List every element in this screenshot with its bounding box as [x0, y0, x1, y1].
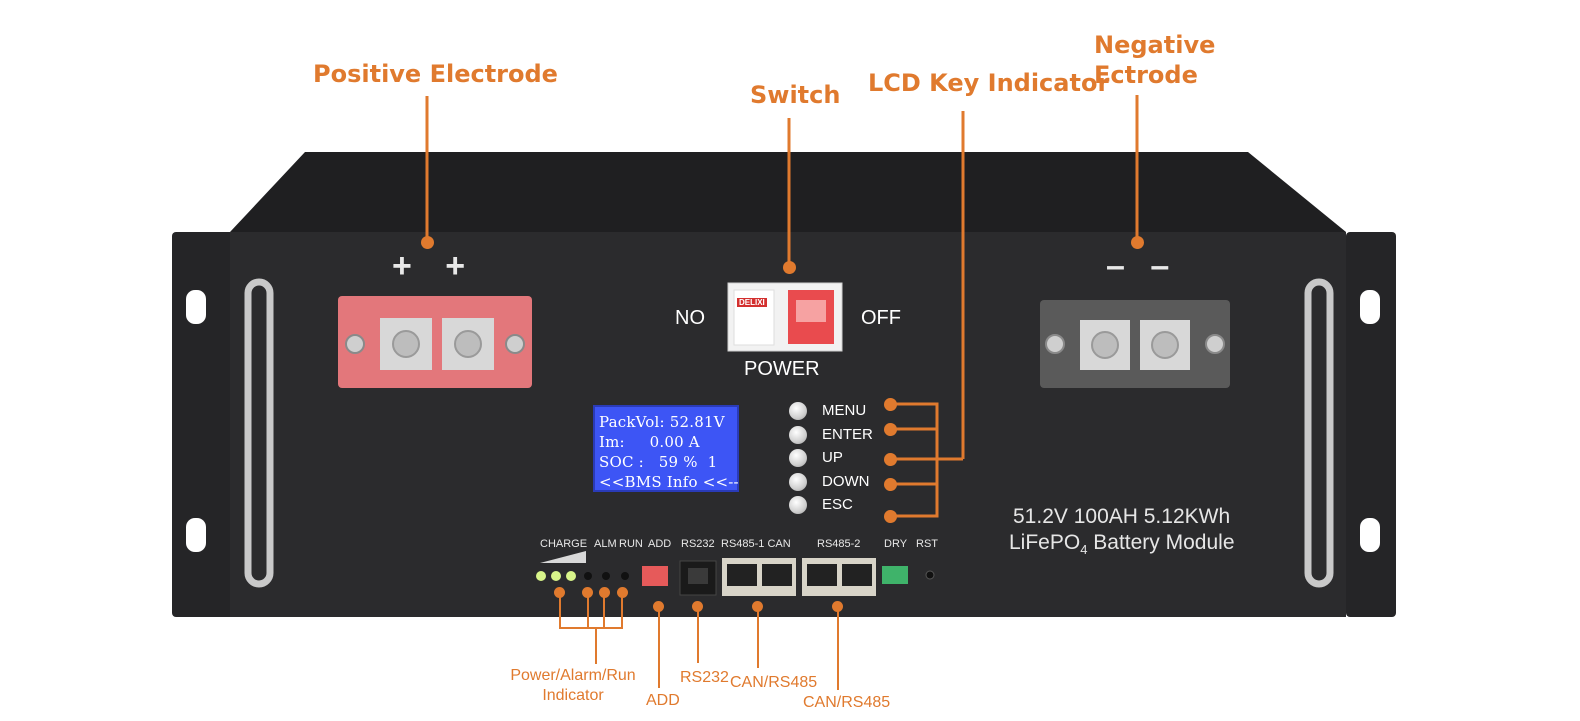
- menu-key[interactable]: [789, 402, 807, 420]
- key-callout-dot: [884, 398, 897, 411]
- lcd-key-indicator-label: LCD Key Indicator: [868, 69, 1110, 97]
- positive-terminal-block: [338, 296, 532, 388]
- breaker-no-label: NO: [675, 307, 705, 329]
- rs485-1-can-port-label: RS485-1 CAN: [721, 538, 791, 550]
- esc-key-label: ESC: [822, 496, 853, 513]
- rs232-callout-dot: [692, 601, 703, 612]
- can-rs485-label-1: CAN/RS485: [730, 674, 818, 691]
- positive-signs: + +: [392, 247, 478, 285]
- can-callout-dot: [832, 601, 843, 612]
- positive-electrode-label: Positive Electrode: [313, 60, 558, 88]
- esc-key[interactable]: [789, 496, 807, 514]
- dry-port-label: DRY: [884, 538, 908, 550]
- charge-port-label: CHARGE: [540, 538, 588, 550]
- right-rack-ear: [1346, 232, 1396, 617]
- key-callout-dot: [884, 478, 897, 491]
- rs232-label: RS232: [680, 669, 729, 686]
- model-chemistry: LiFePO4 Battery Module: [1009, 531, 1235, 558]
- led-callout-dot: [582, 587, 593, 598]
- lcd-line-packvol: PackVol: 52.81V: [599, 413, 725, 431]
- negative-callout-dot: [1131, 236, 1144, 249]
- can-callout-dot: [752, 601, 763, 612]
- led-callout-dot: [599, 587, 610, 598]
- rack-hole: [186, 290, 206, 324]
- run-port-label: RUN: [619, 538, 643, 550]
- lcd-line-soc: SOC : 59 % 1: [599, 453, 718, 471]
- down-key-label: DOWN: [822, 473, 870, 490]
- lcd-screen: PackVol: 52.81V Im: 0.00 A SOC : 59 % 1 …: [593, 405, 739, 492]
- key-callout-dot: [884, 510, 897, 523]
- rs485-2-port-label: RS485-2: [817, 538, 861, 550]
- led-callout-dot: [554, 587, 565, 598]
- breaker-brand: DELIXI: [737, 298, 767, 307]
- rs232-port-label: RS232: [681, 538, 715, 550]
- lcd-line-current: Im: 0.00 A: [599, 433, 700, 451]
- add-callout-dot: [653, 601, 664, 612]
- dip-switch: [642, 566, 668, 586]
- breaker-off-label: OFF: [861, 307, 901, 329]
- menu-key-label: MENU: [822, 402, 867, 419]
- rack-hole: [186, 518, 206, 552]
- negative-electrode-label-line1: Negative: [1094, 31, 1216, 59]
- add-port-label: ADD: [648, 538, 672, 550]
- can-rs485-label-2: CAN/RS485: [803, 694, 891, 711]
- key-callout-dot: [884, 453, 897, 466]
- led-callout-dot: [617, 587, 628, 598]
- up-key[interactable]: [789, 449, 807, 467]
- left-rack-ear: [172, 232, 234, 617]
- lcd-line-menu: <<BMS Info <<--: [599, 473, 739, 491]
- key-callout-dot: [884, 423, 897, 436]
- negative-signs: – –: [1106, 247, 1178, 285]
- up-key-label: UP: [822, 449, 843, 466]
- positive-callout-dot: [421, 236, 434, 249]
- switch-label: Switch: [750, 81, 841, 109]
- rack-hole: [1360, 518, 1380, 552]
- charge-wedge: [540, 551, 586, 563]
- enter-key[interactable]: [789, 426, 807, 444]
- dry-contact: [882, 566, 908, 584]
- enter-key-label: ENTER: [822, 426, 873, 443]
- right-handle: [1304, 278, 1334, 588]
- model-rating: 51.2V 100AH 5.12KWh: [1013, 505, 1231, 528]
- add-label: ADD: [646, 692, 680, 709]
- down-key[interactable]: [789, 473, 807, 491]
- rst-port-label: RST: [916, 538, 938, 550]
- switch-callout-dot: [783, 261, 796, 274]
- indicator-label: Power/Alarm/Run Indicator: [510, 667, 636, 704]
- left-handle: [244, 278, 274, 588]
- power-label: POWER: [744, 358, 820, 380]
- rack-hole: [1360, 290, 1380, 324]
- negative-terminal-block: [1040, 300, 1230, 388]
- negative-electrode-label-line2: Ectrode: [1094, 61, 1198, 89]
- alm-port-label: ALM: [594, 538, 617, 550]
